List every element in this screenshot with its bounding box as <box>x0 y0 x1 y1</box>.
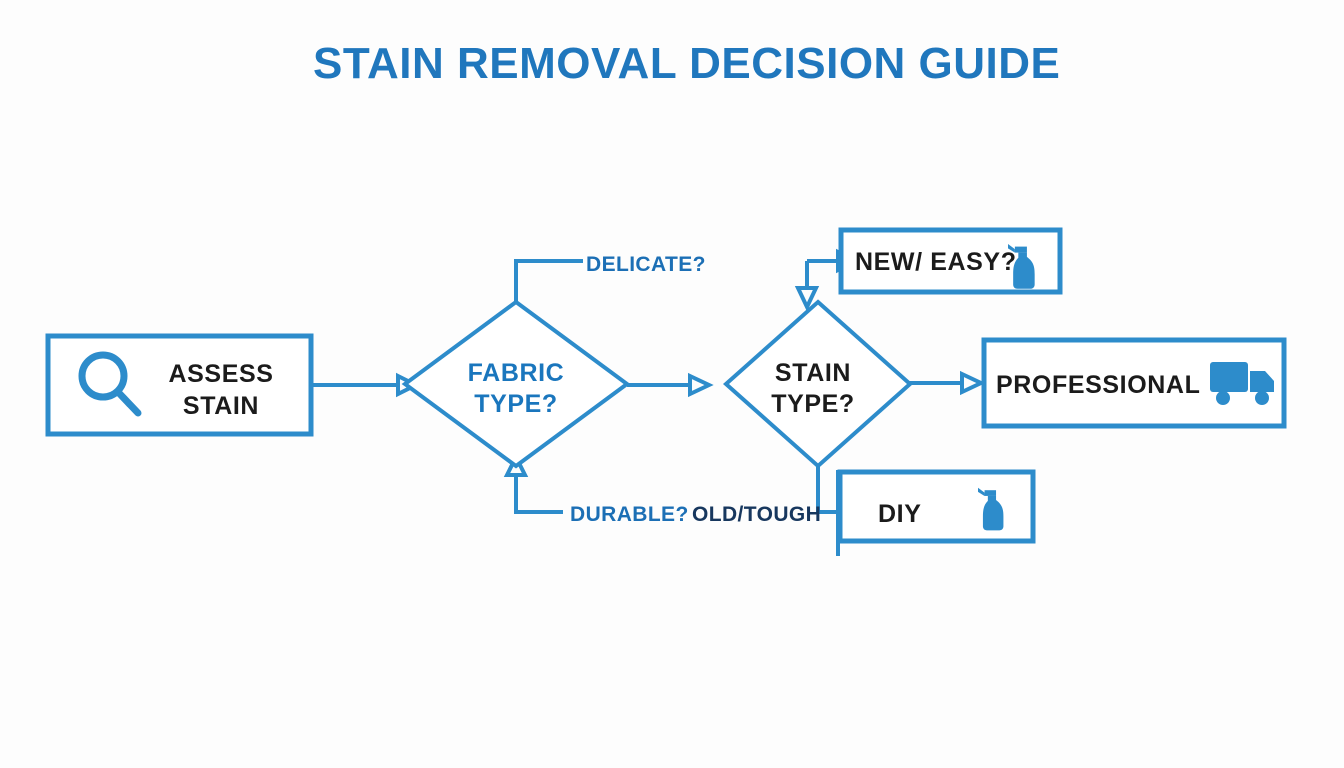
arrowhead-to-stain-top <box>794 286 820 312</box>
fabric-type-label-line1: FABRIC <box>468 359 565 387</box>
edge-fabric-delicate <box>514 259 583 302</box>
node-professional[interactable]: PROFESSIONAL <box>981 337 1287 429</box>
stain-type-label-line1: STAIN <box>775 359 851 387</box>
node-fabric-type[interactable]: FABRIC TYPE? <box>401 299 631 469</box>
fabric-type-diamond[interactable] <box>401 299 631 469</box>
edge-stain-bottom-down <box>816 465 828 514</box>
diy-box[interactable] <box>837 469 1036 544</box>
edge-label-delicate: DELICATE? <box>586 253 706 276</box>
node-new-easy[interactable]: NEW/ EASY? <box>838 227 1063 295</box>
professional-label: PROFESSIONAL <box>996 371 1200 399</box>
fabric-type-label-line2: TYPE? <box>474 390 558 418</box>
assess-stain-box[interactable] <box>45 333 314 437</box>
spray-bottle-icon <box>1008 244 1035 289</box>
edge-label-old-tough: OLD/TOUGH <box>692 503 821 526</box>
diy-label: DIY <box>878 500 921 528</box>
node-stain-type[interactable]: STAIN TYPE? <box>722 299 914 469</box>
node-diy[interactable]: DIY <box>837 469 1036 544</box>
stain-type-label-line2: TYPE? <box>771 390 855 418</box>
node-assess-stain[interactable]: ASSESS STAIN <box>45 333 314 437</box>
assess-stain-label-line1: ASSESS <box>168 360 273 388</box>
edge-fabric-durable <box>514 475 563 514</box>
edge-label-durable: DURABLE? <box>570 503 689 526</box>
new-easy-label: NEW/ EASY? <box>855 248 1017 276</box>
delivery-truck-icon <box>1210 362 1274 405</box>
arrowhead-to-professional <box>960 370 986 396</box>
arrowhead-durable-to-fabric <box>503 452 529 477</box>
stain-type-diamond[interactable] <box>722 299 914 469</box>
magnifier-icon <box>78 351 142 417</box>
assess-stain-label-line2: STAIN <box>183 392 259 420</box>
page-title: STAIN REMOVAL DECISION GUIDE <box>313 39 1060 88</box>
arrowhead-fabric-to-stain <box>688 372 714 398</box>
spray-bottle-icon <box>978 487 1004 531</box>
